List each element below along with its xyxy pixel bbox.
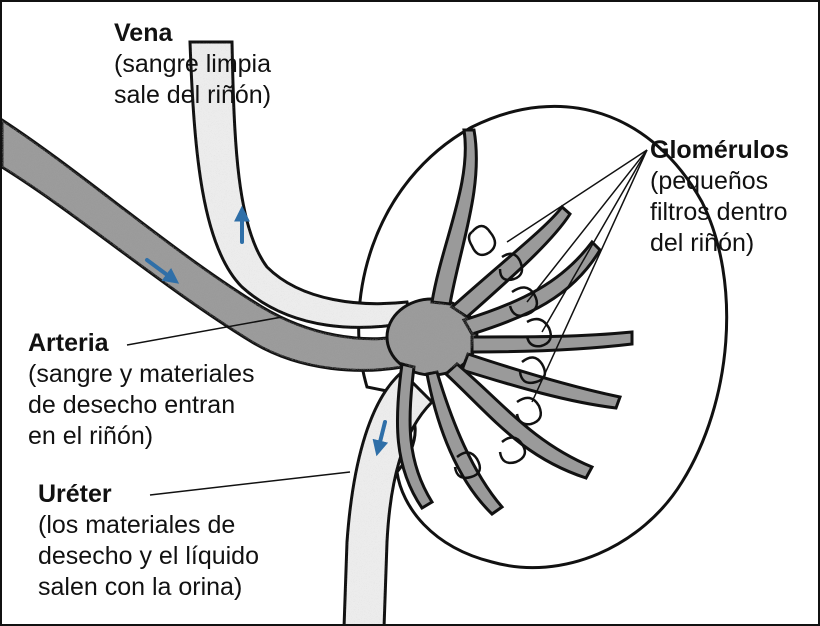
glomerulos-title: Glomérulos bbox=[650, 135, 789, 166]
vena-desc-line: sale del riñón) bbox=[114, 80, 271, 111]
arteria-desc-line: en el riñón) bbox=[28, 421, 254, 452]
ureter-desc-line: (los materiales de bbox=[38, 510, 259, 541]
ureter-title: Uréter bbox=[38, 479, 259, 510]
arteria-title: Arteria bbox=[28, 328, 254, 359]
glomerulos-desc-line: (pequeños bbox=[650, 166, 789, 197]
vena-label: Vena (sangre limpia sale del riñón) bbox=[114, 18, 271, 111]
ureter-desc-line: desecho y el líquido bbox=[38, 541, 259, 572]
vena-desc-line: (sangre limpia bbox=[114, 49, 271, 80]
arteria-desc-line: de desecho entran bbox=[28, 390, 254, 421]
glomerulos-desc-line: del riñón) bbox=[650, 228, 789, 259]
vena-title: Vena bbox=[114, 18, 271, 49]
arteria-desc-line: (sangre y materiales bbox=[28, 359, 254, 390]
glomerulos-label: Glomérulos (pequeños filtros dentro del … bbox=[650, 135, 789, 259]
glomerulos-desc-line: filtros dentro bbox=[650, 197, 789, 228]
ureter-desc-line: salen con la orina) bbox=[38, 572, 259, 603]
ureter-label: Uréter (los materiales de desecho y el l… bbox=[38, 479, 259, 603]
arteria-label: Arteria (sangre y materiales de desecho … bbox=[28, 328, 254, 452]
